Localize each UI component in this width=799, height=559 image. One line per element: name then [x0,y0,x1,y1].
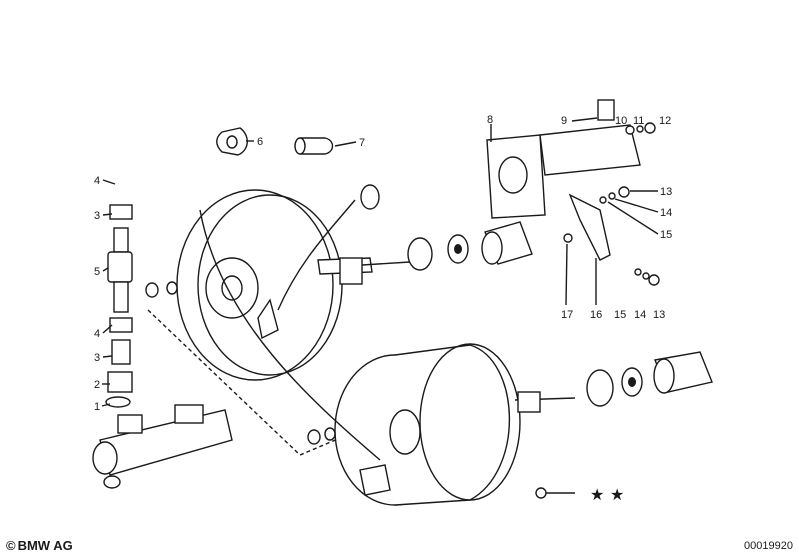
copyright-symbol: © [6,538,16,553]
callout-17: 17 [561,309,573,321]
callout-3a: 3 [94,210,100,222]
svg-text:★: ★ [590,485,604,504]
callout-1: 1 [94,401,100,413]
callout-7: 7 [359,137,365,149]
callout-8: 8 [487,114,493,126]
switch-bracket [486,99,641,261]
brake-booster-lower [199,209,576,506]
brake-booster-upper [176,189,411,381]
callout-15b: 15 [614,309,626,321]
copyright-brand: © BMW AG [6,538,73,553]
svg-text:★: ★ [610,485,624,504]
pushrod-seals-lower [586,351,713,407]
callout-13a: 13 [660,186,672,198]
star-icon: ★ [590,485,604,504]
washers [145,281,336,445]
hose-piece [294,137,334,155]
callout-5: 5 [94,266,100,278]
key-symbol [535,487,575,499]
callout-12: 12 [659,115,671,127]
callout-16: 16 [590,309,602,321]
star-icon: ★ [610,485,624,504]
hose-clamp [216,127,248,156]
master-cylinder [92,404,233,489]
callout-4a: 4 [94,175,100,187]
callout-2: 2 [94,379,100,391]
callout-6: 6 [257,136,263,148]
callout-9: 9 [561,115,567,127]
pushrod-seals-upper [360,184,533,271]
small-hardware [563,122,660,286]
brand-name: BMW AG [17,538,73,553]
callout-14a: 14 [660,207,672,219]
callout-10: 10 [615,115,627,127]
callout-15a: 15 [660,229,672,241]
callout-labels: 1 2 3 3 4 4 5 6 7 8 9 10 11 12 13 13 14 … [94,114,672,413]
drawing-number: 00019920 [744,540,793,552]
vacuum-hose-assembly [105,143,188,408]
callout-14b: 14 [634,309,646,321]
leader-lines [101,117,659,407]
callout-3b: 3 [94,352,100,364]
callout-4b: 4 [94,328,100,340]
callout-11: 11 [633,115,644,127]
callout-13b: 13 [653,309,665,321]
